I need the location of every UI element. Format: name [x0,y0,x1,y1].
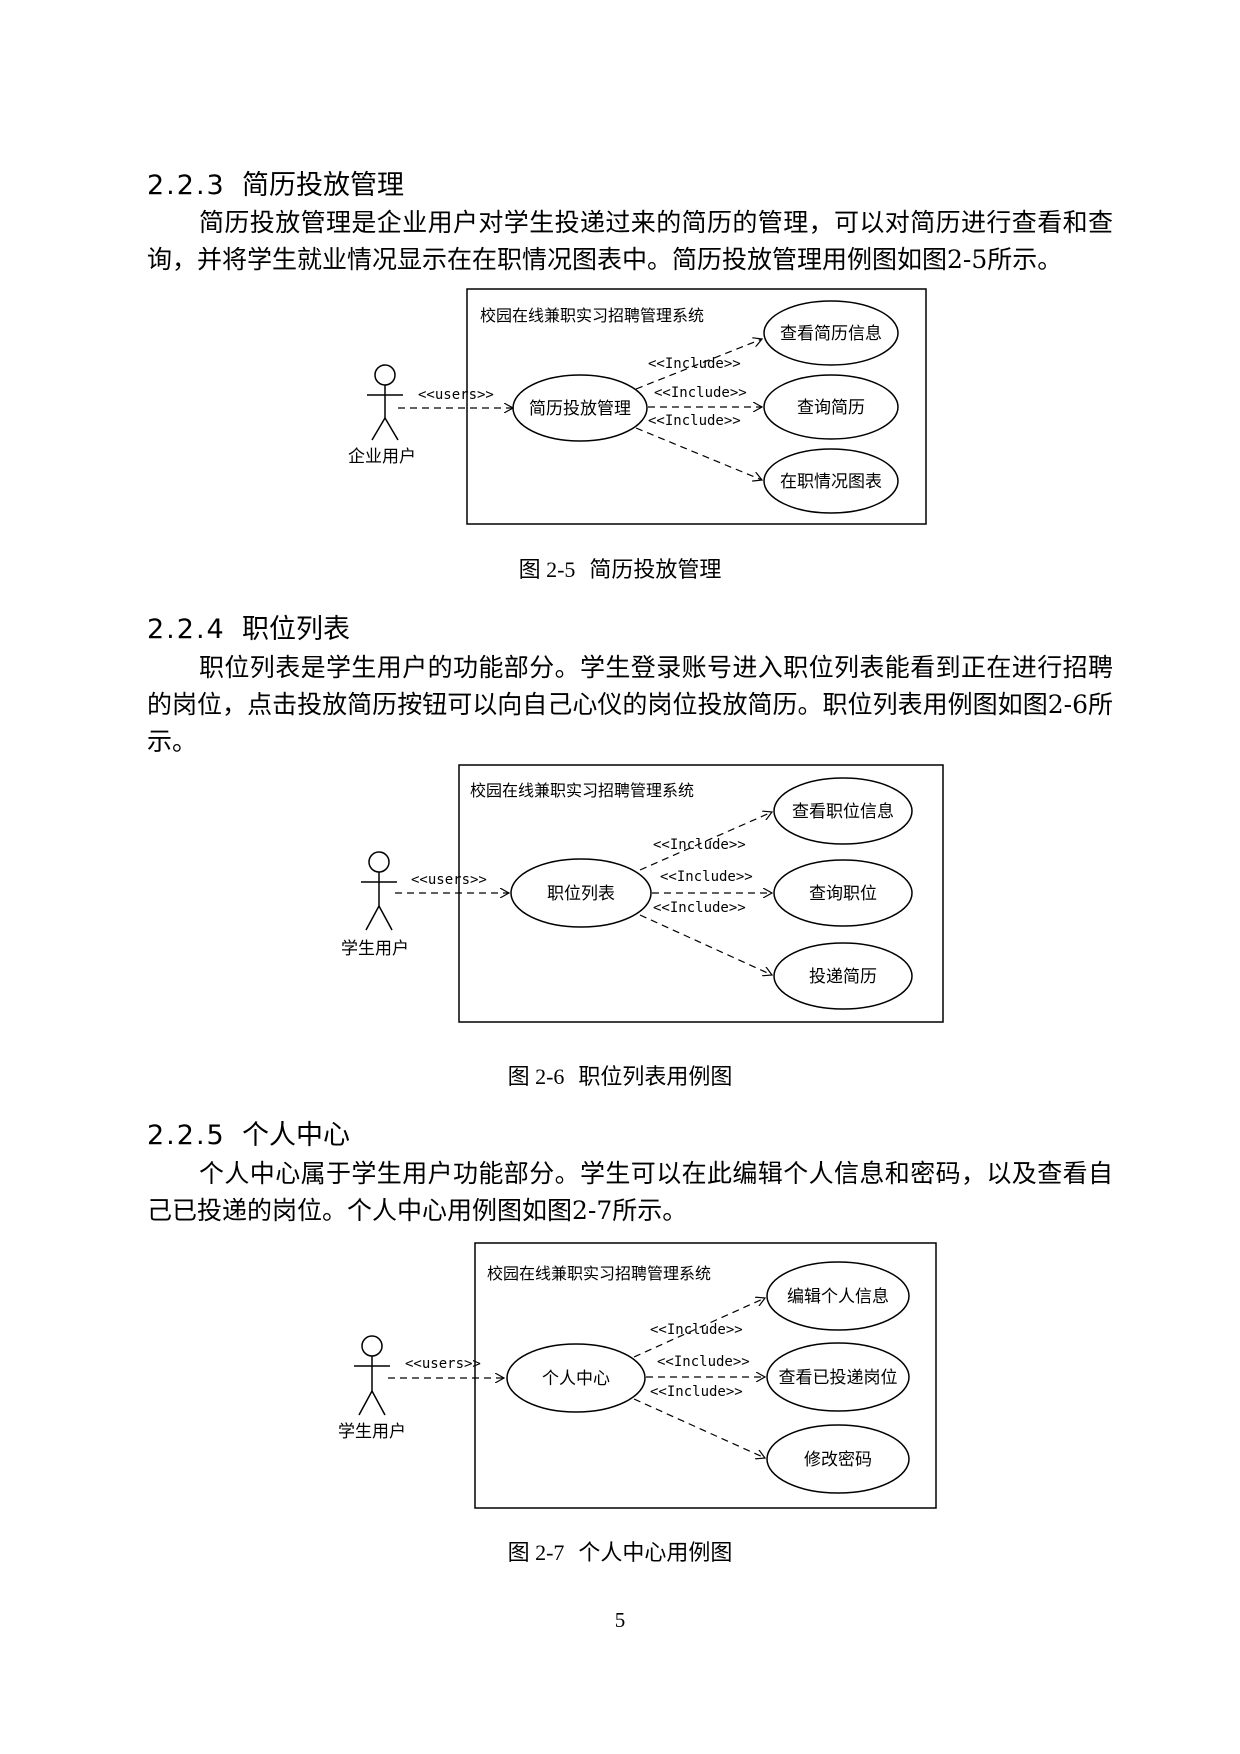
use-case-included-3 [773,942,913,1010]
users-stereotype: <<users>> [411,872,487,888]
use-case-diagram-2-7: 校园在线兼职实习招聘管理系统 学生用户 <<users>> 个人中心 编辑个人信… [338,1242,937,1509]
include-label: <<Include>> [657,1354,750,1370]
use-case-included-label: 投递简历 [809,967,877,987]
use-case-included-2 [766,1342,910,1412]
include-arrow [635,339,762,390]
figure-caption-2-6: 图 2-6 职位列表用例图 [0,1059,1240,1091]
use-case-included-2 [763,374,899,440]
include-arrow [639,914,772,975]
section-title: 个人中心 [242,1120,350,1151]
caption-text: 简历投放管理 [589,558,722,583]
use-case-main-label: 职位列表 [547,884,615,904]
include-label: <<Include>> [650,1384,743,1400]
caption-text: 个人中心用例图 [578,1541,733,1566]
use-case-included-label: 查询职位 [809,884,877,904]
system-label: 校园在线兼职实习招聘管理系统 [470,781,694,800]
users-stereotype: <<users>> [418,387,494,403]
use-case-included-1 [763,300,899,366]
include-label: <<Include>> [650,1322,743,1338]
system-label: 校园在线兼职实习招聘管理系统 [487,1264,711,1283]
use-case-included-label: 查询简历 [797,398,865,418]
use-case-included-label: 修改密码 [804,1450,872,1470]
section-paragraph: 职位列表是学生用户的功能部分。学生登录账号进入职位列表能看到正在进行招聘的岗位，… [147,653,1113,756]
include-label: <<Include>> [654,385,747,401]
section-paragraph: 个人中心属于学生用户功能部分。学生可以在此编辑个人信息和密码，以及查看自己已投递… [147,1159,1113,1225]
actor-icon [354,1335,390,1416]
system-boundary [474,1242,937,1509]
use-case-included-2 [773,859,913,927]
use-case-main [506,1343,646,1413]
use-case-included-3 [766,1424,910,1494]
actor-label: 学生用户 [341,939,409,959]
include-label: <<Include>> [653,837,746,853]
caption-number: 图 2-7 [507,1540,565,1565]
caption-number: 图 2-5 [518,557,576,582]
caption-number: 图 2-6 [507,1064,565,1089]
actor-icon [367,364,403,441]
section-heading-2-2-5: 2.2.5 个人中心 [147,1113,350,1152]
use-case-included-label: 查看已投递岗位 [779,1368,898,1388]
system-label: 校园在线兼职实习招聘管理系统 [480,306,704,325]
section-heading-2-2-3: 2.2.3 简历投放管理 [147,163,404,202]
include-arrow [633,1398,765,1458]
include-label: <<Include>> [660,869,753,885]
use-case-included-label: 编辑个人信息 [787,1287,889,1307]
use-case-included-label: 查看简历信息 [780,324,882,344]
use-case-included-label: 在职情况图表 [780,472,882,492]
use-case-included-1 [766,1261,910,1331]
include-label: <<Include>> [653,900,746,916]
use-case-main-label: 简历投放管理 [529,399,631,419]
section-title: 简历投放管理 [242,170,404,201]
section-number: 2.2.4 [147,614,226,645]
use-case-diagram-2-5: 校园在线兼职实习招聘管理系统 企业用户 <<users>> 简历投放管理 查看简… [348,288,927,525]
section-title: 职位列表 [242,614,350,645]
use-case-main [512,374,648,442]
section-number: 2.2.5 [147,1120,226,1151]
page-number: 5 [614,1608,626,1632]
use-case-diagram-2-6: 校园在线兼职实习招聘管理系统 学生用户 <<users>> 职位列表 查看职位信… [341,764,944,1023]
figure-caption-2-7: 图 2-7 个人中心用例图 [0,1535,1240,1567]
use-case-included-3 [763,448,899,514]
use-case-included-label: 查看职位信息 [792,802,894,822]
include-label: <<Include>> [648,413,741,429]
section-number: 2.2.3 [147,170,226,201]
section-paragraph: 简历投放管理是企业用户对学生投递过来的简历的管理，可以对简历进行查看和查询，并将… [147,208,1113,274]
use-case-main [510,858,652,928]
actor-label: 学生用户 [338,1422,406,1442]
use-case-main-label: 个人中心 [542,1369,610,1389]
use-case-included-1 [773,777,913,845]
include-label: <<Include>> [648,356,741,372]
section-heading-2-2-4: 2.2.4 职位列表 [147,607,350,646]
include-arrow [639,812,772,871]
figure-caption-2-5: 图 2-5 简历投放管理 [0,552,1240,584]
caption-text: 职位列表用例图 [578,1065,733,1090]
actor-icon [361,851,397,931]
include-arrow [635,427,762,480]
system-boundary [466,288,927,525]
actor-label: 企业用户 [348,447,416,467]
users-stereotype: <<users>> [405,1356,481,1372]
